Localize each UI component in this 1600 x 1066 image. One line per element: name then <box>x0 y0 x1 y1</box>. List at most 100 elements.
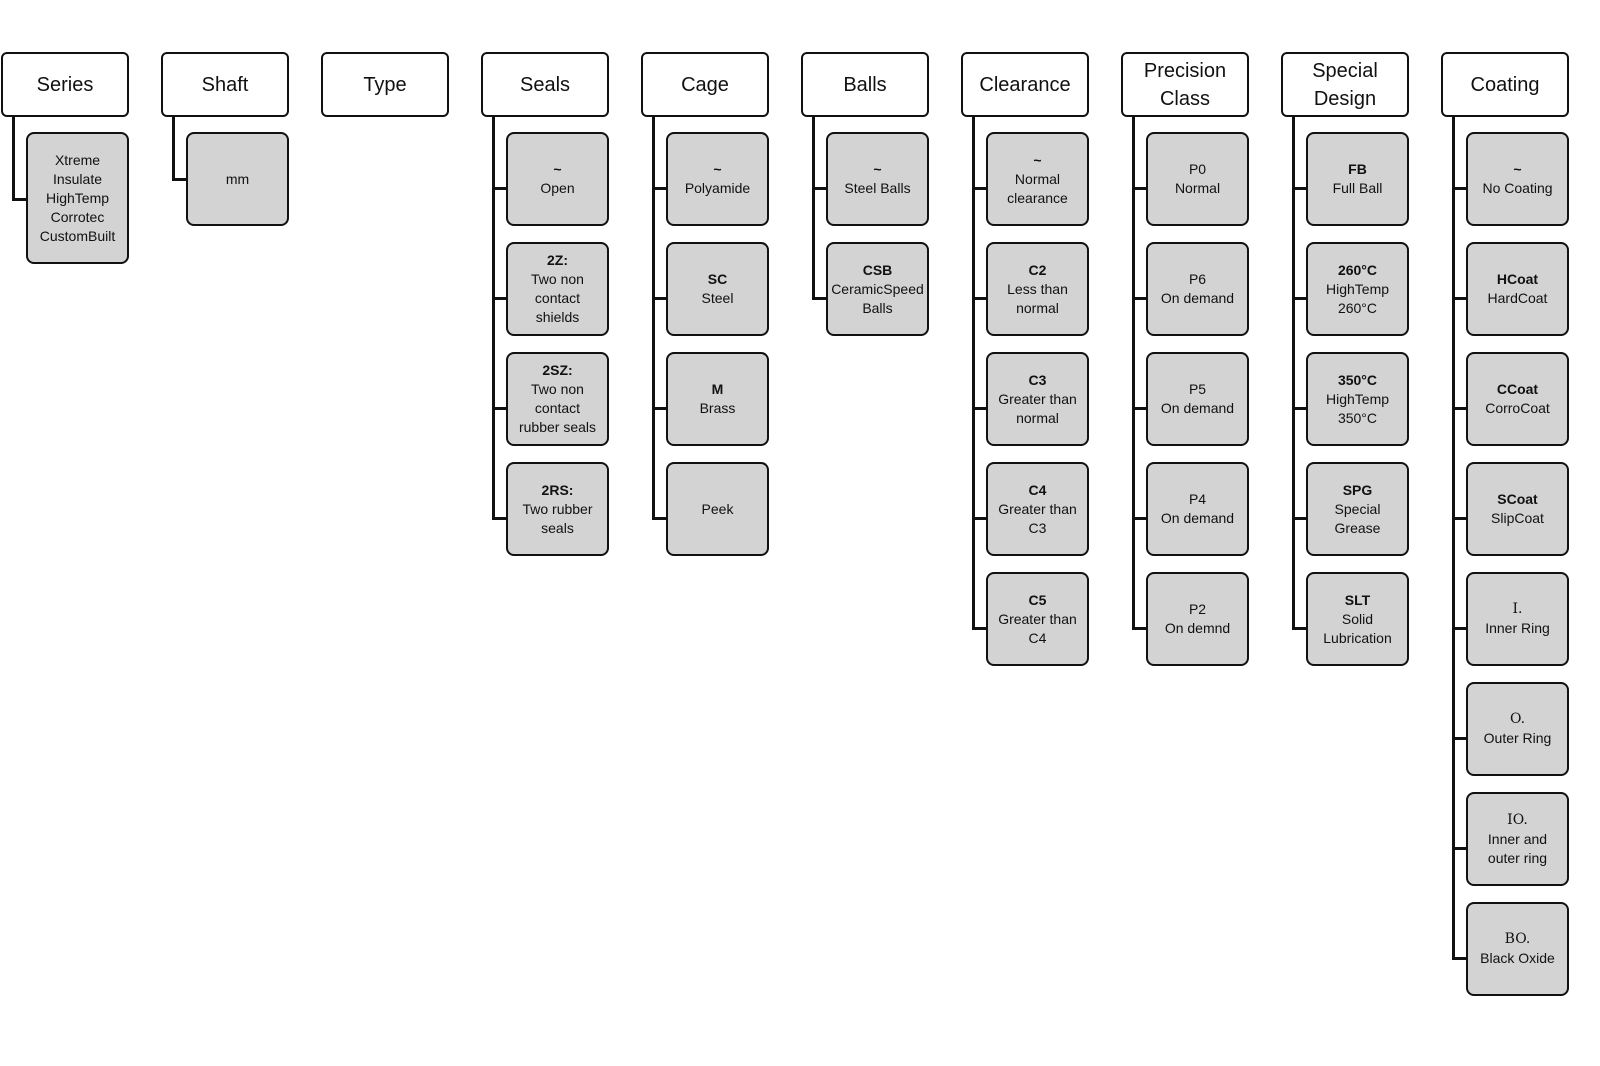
option-box: ~Polyamide <box>666 132 769 226</box>
column-header: Seals <box>481 52 609 117</box>
connector-branch <box>1132 297 1148 300</box>
option-box: 2Z:Two non contact shields <box>506 242 609 336</box>
connector-branch <box>1132 627 1148 630</box>
connector-branch <box>652 517 668 520</box>
option-description: Brass <box>699 400 736 416</box>
connector-trunk <box>172 116 175 180</box>
option-box: ~ No Coating <box>1466 132 1569 226</box>
connector-branch <box>652 297 668 300</box>
option-code: CSB <box>862 261 893 278</box>
option-box: BO. Black Oxide <box>1466 902 1569 996</box>
option-description: CeramicSpeed Balls <box>831 280 924 316</box>
option-box: IO. Inner and outer ring <box>1466 792 1569 886</box>
option-box: O.Outer Ring <box>1466 682 1569 776</box>
option-code: 2RS: <box>541 481 574 498</box>
option-code: CCoat <box>1496 381 1539 397</box>
column-header: Coating <box>1441 52 1569 117</box>
column-header: Precision Class <box>1121 52 1249 117</box>
diagram-column: Shaft mm <box>160 52 320 1052</box>
option-description: Polyamide <box>684 180 751 196</box>
column-header: Balls <box>801 52 929 117</box>
connector-branch <box>1452 517 1468 520</box>
connector-branch <box>1452 737 1468 740</box>
connector-branch <box>1452 957 1468 960</box>
connector-branch <box>1452 407 1468 410</box>
option-code: 260°C <box>1337 261 1378 278</box>
option-code: C2 <box>1028 261 1047 278</box>
connector-branch <box>1452 297 1468 300</box>
option-description: Less than normal <box>1007 280 1068 316</box>
connector-trunk <box>492 116 495 519</box>
connector-trunk <box>1452 116 1455 959</box>
connector-branch <box>972 407 988 410</box>
option-description: Black Oxide <box>1480 950 1555 966</box>
option-box: 2RS: Two rubber seals <box>506 462 609 556</box>
option-description: On demand <box>1160 510 1235 526</box>
option-description: Steel <box>701 290 734 306</box>
column-header: Type <box>321 52 449 117</box>
option-description: mm <box>225 170 250 187</box>
option-code: ~ <box>1513 161 1522 177</box>
connector-branch <box>492 297 508 300</box>
connector-branch <box>972 187 988 190</box>
option-description: Two non contact rubber seals <box>518 381 597 435</box>
column-header: Special Design <box>1281 52 1409 117</box>
option-description: Solid Lubrication <box>1323 610 1392 646</box>
column-header: Series <box>1 52 129 117</box>
option-code: P2 <box>1188 601 1207 617</box>
option-description: On demand <box>1160 290 1235 306</box>
option-description: Steel Balls <box>844 180 911 196</box>
connector-branch <box>1292 407 1308 410</box>
option-code: IO. <box>1507 811 1528 828</box>
option-box: CSB CeramicSpeed Balls <box>826 242 929 336</box>
option-description: HighTemp 350°C <box>1325 390 1390 426</box>
connector-trunk <box>652 116 655 519</box>
option-code: SCoat <box>1497 491 1538 507</box>
option-code: 2SZ: <box>542 362 573 378</box>
option-description: Open <box>540 180 575 196</box>
option-box: P6 On demand <box>1146 242 1249 336</box>
option-description: Xtreme Insulate HighTemp Corrotec Custom… <box>39 151 116 244</box>
option-description: Outer Ring <box>1483 730 1552 746</box>
option-box: ~Steel Balls <box>826 132 929 226</box>
connector-trunk <box>972 116 975 629</box>
option-description: HardCoat <box>1487 290 1548 306</box>
option-description: Full Ball <box>1332 180 1383 196</box>
option-description: Two rubber seals <box>522 500 593 536</box>
option-code: FB <box>1348 161 1367 177</box>
connector-branch <box>1132 407 1148 410</box>
column-header: Cage <box>641 52 769 117</box>
option-code: ~ <box>553 161 562 177</box>
option-code: BO. <box>1504 931 1531 947</box>
option-description: On demand <box>1160 400 1235 416</box>
option-code: M <box>711 381 724 397</box>
option-code: C5 <box>1028 591 1047 608</box>
connector-branch <box>652 187 668 190</box>
option-description: Two non contact shields <box>531 271 584 325</box>
connector-branch <box>1132 517 1148 520</box>
column-header: Shaft <box>161 52 289 117</box>
option-description: Inner and outer ring <box>1487 830 1548 866</box>
connector-branch <box>812 297 828 300</box>
option-code: HCoat <box>1496 271 1539 287</box>
option-description: No Coating <box>1482 180 1553 196</box>
option-description: Special Grease <box>1334 500 1381 536</box>
connector-branch <box>172 178 188 181</box>
option-code: P6 <box>1188 271 1207 287</box>
option-box: mm <box>186 132 289 226</box>
connector-branch <box>972 627 988 630</box>
diagram-column: Type <box>320 52 480 1052</box>
